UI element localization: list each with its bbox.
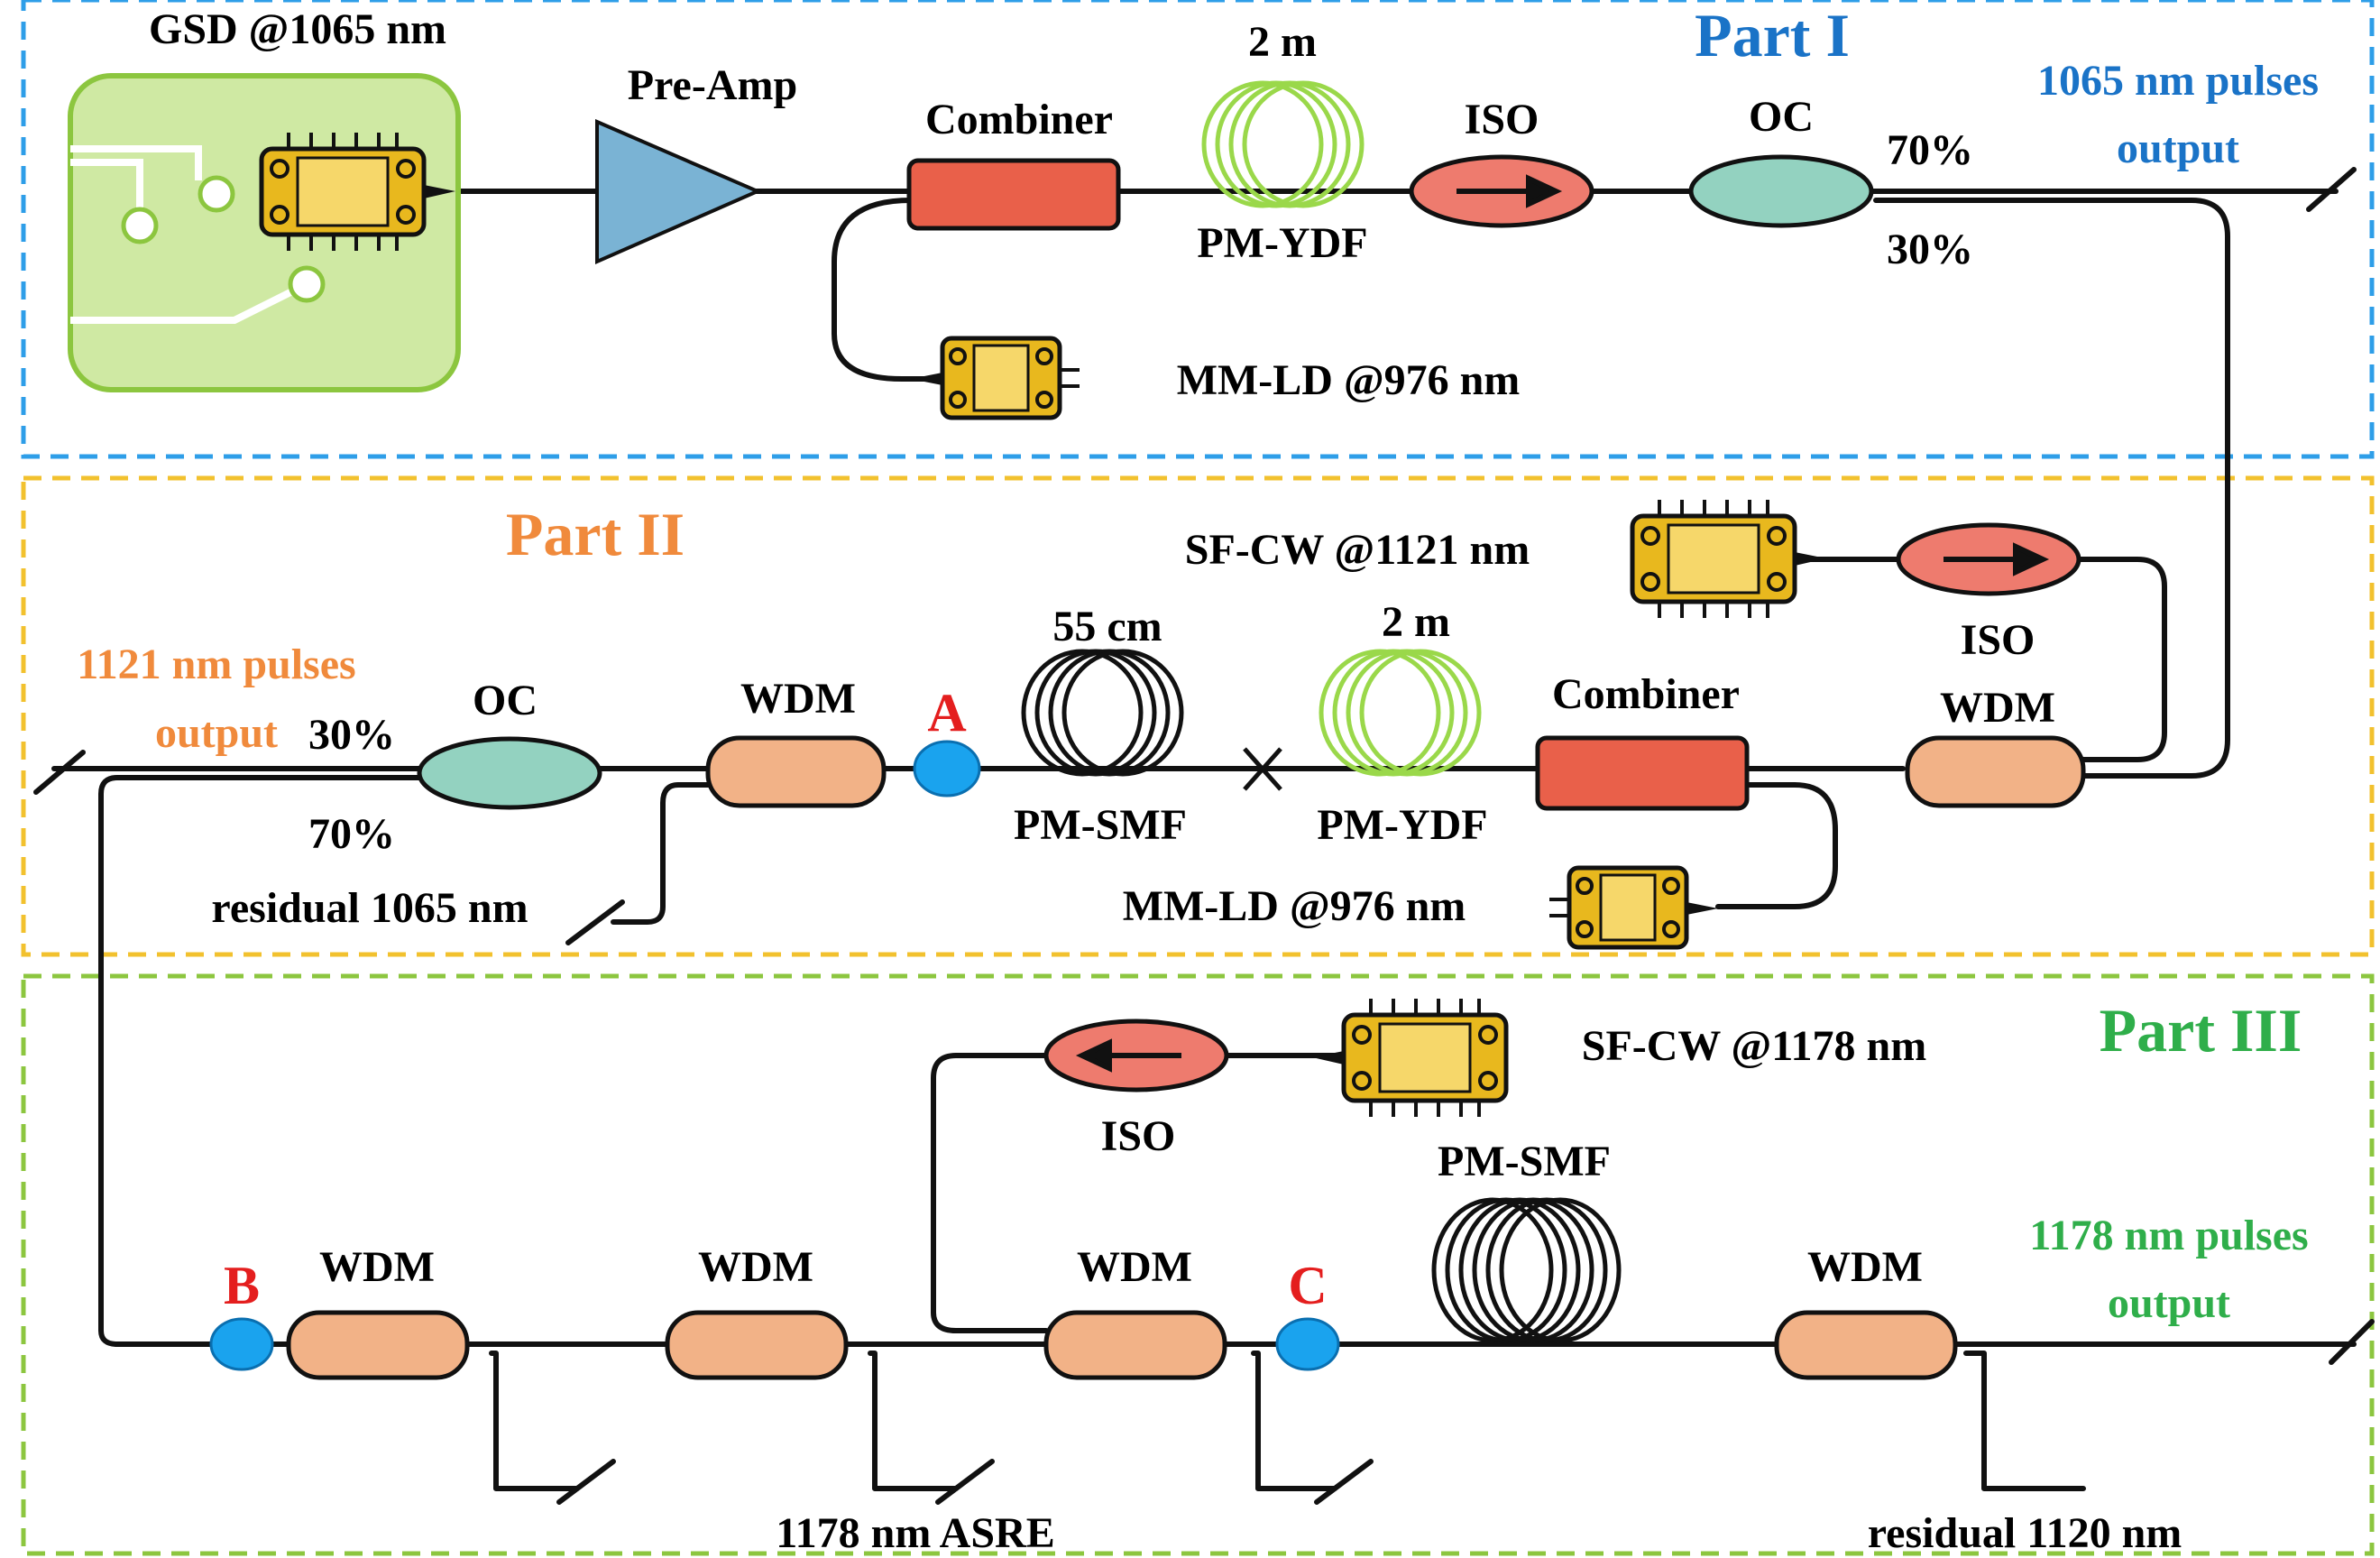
oc2-label: OC: [473, 677, 538, 724]
wdm-4-label: WDM: [1807, 1243, 1923, 1291]
combiner1-box: [906, 158, 1121, 231]
mmld2-label: MM-LD @976 nm: [1123, 882, 1466, 930]
ydf1-coil: [1201, 80, 1365, 208]
out1121-line1: 1121 nm pulses: [77, 641, 355, 688]
ydf1-length-label: 2 m: [1248, 18, 1317, 66]
iso2: [1896, 522, 2081, 596]
smf2-label: PM-SMF: [1438, 1138, 1611, 1185]
wdm-p2-left-box: [705, 735, 887, 808]
gsd-label: GSD @1065 nm: [149, 5, 446, 53]
splice-mark: [1243, 747, 1282, 791]
ydf2-coil: [1319, 649, 1482, 777]
part3-frame: [21, 973, 2375, 1556]
preamp-label: Pre-Amp: [628, 61, 797, 109]
oc1-label: OC: [1749, 93, 1814, 141]
wdm-p2-right-box: [1905, 735, 2086, 808]
oc1-30-label: 30%: [1887, 226, 1973, 273]
oc1-70-label: 70%: [1887, 126, 1973, 174]
residual1120-label: residual 1120 nm: [1868, 1509, 2182, 1557]
out1178-line1: 1178 nm pulses: [2029, 1212, 2308, 1259]
point-b-label: B: [224, 1256, 260, 1315]
out1121-line2: output: [155, 709, 278, 757]
smf1-length-label: 55 cm: [1052, 603, 1162, 650]
oc2: [417, 736, 602, 810]
oc2-70-label: 70%: [308, 810, 395, 858]
sfcw1121-label: SF-CW @1121 nm: [1185, 526, 1530, 574]
iso3-label: ISO: [1101, 1112, 1176, 1160]
iso1: [1409, 154, 1594, 228]
ydf1-label: PM-YDF: [1197, 219, 1367, 267]
out1178-line2: output: [2108, 1279, 2230, 1327]
smf1-coil: [1021, 649, 1184, 777]
out1065-line1: 1065 nm pulses: [2037, 57, 2319, 105]
combiner2-box: [1535, 735, 1750, 811]
iso3: [1043, 1019, 1229, 1092]
gsd-chip: [259, 133, 455, 251]
combiner2-label: Combiner: [1552, 670, 1740, 718]
part1-title: Part I: [1695, 1, 1850, 69]
part2-frame: [21, 475, 2375, 957]
part2-title: Part II: [506, 500, 685, 568]
combiner1-label: Combiner: [925, 96, 1113, 143]
ydf2-length-label: 2 m: [1382, 598, 1450, 646]
oc2-30-label: 30%: [308, 711, 395, 759]
wdm-b-label: WDM: [319, 1243, 435, 1291]
sfcw1121-chip: [1630, 500, 1826, 618]
sfcw1178-label: SF-CW @1178 nm: [1582, 1022, 1926, 1070]
wdm-p2-right-label: WDM: [1940, 684, 2055, 732]
smf2-coil: [1431, 1197, 1622, 1343]
ydf2-label: PM-YDF: [1317, 801, 1487, 849]
point-b-marker: [209, 1317, 274, 1371]
oc1: [1688, 154, 1874, 228]
mmld1-label: MM-LD @976 nm: [1177, 356, 1521, 404]
wdm-4-box: [1774, 1310, 1958, 1380]
wdm-2-label: WDM: [698, 1243, 813, 1291]
fiber-network: [33, 167, 2375, 1505]
iso1-label: ISO: [1465, 96, 1539, 143]
mmld2: [1549, 865, 1718, 950]
asre-label: 1178 nm ASRE: [776, 1509, 1054, 1557]
point-c-marker: [1275, 1317, 1340, 1371]
smf1-label: PM-SMF: [1014, 801, 1187, 849]
wdm-p2-left-label: WDM: [740, 675, 856, 723]
wdm-3-box: [1043, 1310, 1227, 1380]
point-c-label: C: [1288, 1256, 1327, 1315]
residual1065-label: residual 1065 nm: [211, 884, 528, 932]
wdm-3-label: WDM: [1077, 1243, 1192, 1291]
out1065-line2: output: [2117, 124, 2239, 172]
mmld1: [911, 336, 1080, 420]
preamp-triangle: [595, 118, 763, 265]
wdm-2-box: [665, 1310, 849, 1380]
iso2-label: ISO: [1961, 616, 2035, 664]
point-a-label: A: [927, 683, 966, 742]
wdm-b-box: [286, 1310, 470, 1380]
part3-title: Part III: [2100, 996, 2302, 1065]
sfcw1178-chip: [1312, 999, 1509, 1117]
point-a-marker: [913, 740, 981, 797]
part1-frame: [21, 0, 2375, 459]
